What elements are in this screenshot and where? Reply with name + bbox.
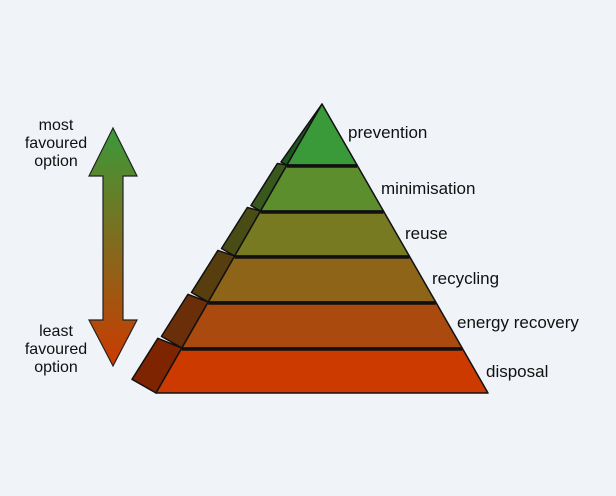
level-label-0: prevention (348, 123, 427, 142)
least-favoured-line-2: favoured (25, 341, 87, 358)
least-favoured-line-3: option (34, 359, 78, 376)
preference-arrow-shape (88, 126, 138, 368)
pyramid-level-3 (207, 255, 437, 303)
most-favoured-label: most favoured option (25, 117, 87, 170)
most-favoured-line-1: most (39, 117, 74, 134)
level-label-1: minimisation (381, 179, 475, 198)
pyramid: prevention minimisation reuse recycling ener… (131, 103, 579, 394)
level-label-2: reuse (405, 224, 448, 243)
most-favoured-line-2: favoured (25, 135, 87, 152)
least-favoured-line-1: least (39, 323, 73, 340)
least-favoured-label: least favoured option (25, 323, 87, 376)
level-label-4: energy recovery (457, 313, 579, 332)
pyramid-level-4 (181, 301, 463, 349)
level-label-3: recycling (432, 269, 499, 288)
most-favoured-line-3: option (34, 153, 78, 170)
preference-arrow (88, 126, 138, 368)
pyramid-level-0 (286, 103, 358, 166)
level-label-5: disposal (486, 362, 548, 381)
pyramid-level-5 (155, 347, 489, 394)
pyramid-level-2 (233, 210, 411, 257)
